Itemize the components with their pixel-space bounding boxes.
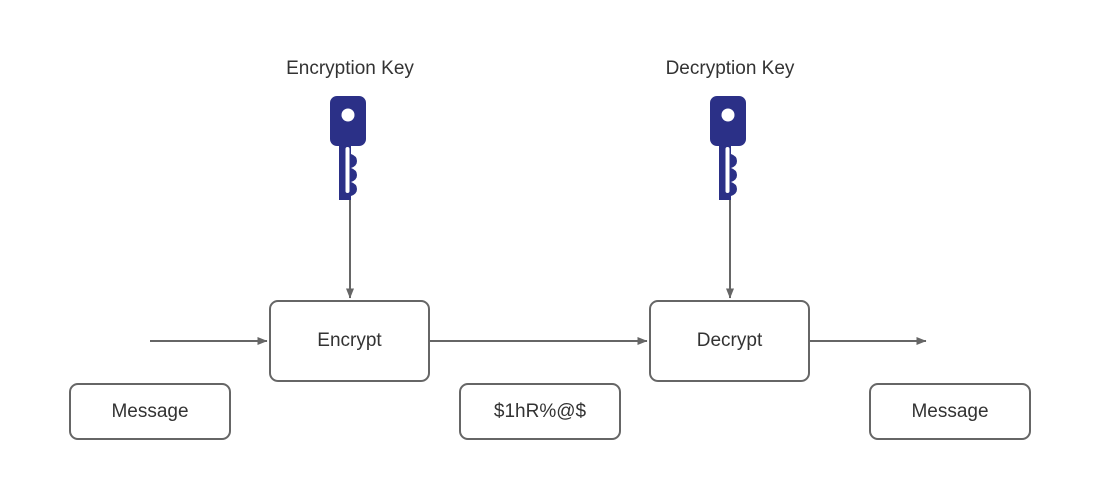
message-input-node[interactable]: Message [69,383,231,440]
decryption-key-icon [710,96,752,207]
message-output-node[interactable]: Message [869,383,1031,440]
ciphertext-node[interactable]: $1hR%@$ [459,383,621,440]
encryption-key-icon [330,96,372,207]
encryption-key-label: Encryption Key [286,58,414,79]
decryption-key-label: Decryption Key [665,58,795,79]
decrypt-node[interactable]: Decrypt [649,300,810,382]
encrypt-node[interactable]: Encrypt [269,300,430,382]
